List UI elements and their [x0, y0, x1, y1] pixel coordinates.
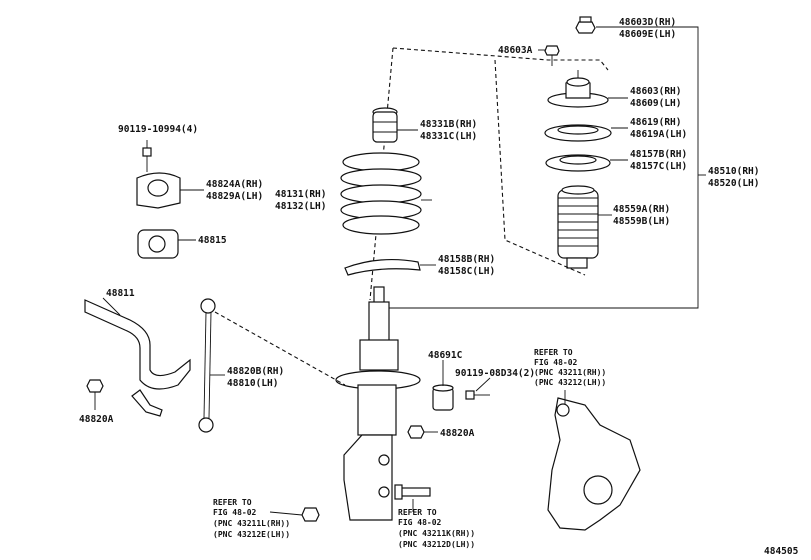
refer-right-line2: FIG 48-02 — [534, 358, 578, 367]
label-48619: 48619(RH) — [630, 117, 681, 128]
refer-right-line4: (PNC 43212(LH)) — [534, 378, 606, 387]
dust-boot — [557, 185, 599, 269]
label-48811: 48811 — [106, 288, 135, 299]
bump-stopper — [372, 107, 398, 143]
label-48131: 48131(RH) — [275, 189, 326, 200]
assembly-bracket-line — [380, 26, 699, 309]
bolt-10994 — [142, 147, 152, 172]
top-nut — [575, 16, 596, 34]
bearing — [544, 124, 612, 142]
nut-bottom-left — [301, 507, 320, 522]
refer-bottom-mid-line4: (PNC 43212D(LH)) — [398, 540, 475, 549]
label-48815: 48815 — [198, 235, 227, 246]
dashed-guide-link — [214, 311, 346, 386]
label-48824a: 48824A(RH) — [206, 179, 263, 190]
strut-body — [335, 286, 421, 521]
upper-support — [547, 70, 609, 108]
refer-bottom-mid-line1: REFER TO — [398, 508, 437, 517]
label-48132: 48132(LH) — [275, 201, 326, 212]
label-48158c: 48158C(LH) — [438, 266, 495, 277]
refer-bottom-left-line4: (PNC 43212E(LH)) — [213, 530, 290, 539]
label-48520: 48520(LH) — [708, 178, 759, 189]
refer-bottom-left-line2: FIG 48-02 — [213, 508, 257, 517]
lower-spring-seat — [344, 258, 421, 276]
small-nut — [544, 45, 560, 66]
label-48603: 48603(RH) — [630, 86, 681, 97]
label-48609e: 48609E(LH) — [619, 29, 676, 40]
nut-48820a-left — [86, 379, 104, 393]
label-48609: 48609(LH) — [630, 98, 681, 109]
refer-right-line3: (PNC 43211(RH)) — [534, 368, 606, 377]
bolt-bottom-mid — [394, 484, 431, 500]
label-48158b: 48158B(RH) — [438, 254, 495, 265]
label-90119-10994: 90119-10994(4) — [118, 124, 198, 135]
nut-48820a-mid — [407, 425, 425, 439]
label-48157b: 48157B(RH) — [630, 149, 687, 160]
bushing-block — [432, 384, 454, 411]
label-48603a: 48603A — [498, 45, 533, 56]
label-48603d: 48603D(RH) — [619, 17, 676, 28]
refer-right-line1: REFER TO — [534, 348, 573, 357]
bolt-08d34 — [465, 390, 490, 400]
refer-bottom-left-line3: (PNC 43211L(RH)) — [213, 519, 290, 528]
stabilizer-link — [198, 298, 216, 433]
stabilizer-bar — [84, 299, 191, 417]
label-48331b: 48331B(RH) — [420, 119, 477, 130]
label-48810: 48810(LH) — [227, 378, 278, 389]
label-48820a-left: 48820A — [79, 414, 114, 425]
label-48157c: 48157C(LH) — [630, 161, 687, 172]
label-48820a-mid: 48820A — [440, 428, 475, 439]
label-48559b: 48559B(LH) — [613, 216, 670, 227]
diagram-id: 484505 — [764, 546, 799, 557]
label-48820b: 48820B(RH) — [227, 366, 284, 377]
label-48829a: 48829A(LH) — [206, 191, 263, 202]
refer-bottom-mid-line3: (PNC 43211K(RH)) — [398, 529, 475, 538]
label-90119-08d34: 90119-08D34(2) — [455, 368, 535, 379]
dashed-guide-right — [494, 59, 586, 276]
label-48691c: 48691C — [428, 350, 463, 361]
dashed-guide-top — [392, 47, 609, 71]
spring-seat-upper — [545, 154, 611, 172]
bracket-48824a — [136, 172, 181, 209]
coil-spring — [340, 152, 422, 235]
label-48619a: 48619A(LH) — [630, 129, 687, 140]
steering-knuckle — [547, 397, 641, 531]
refer-bottom-left-line1: REFER TO — [213, 498, 252, 507]
label-48559a: 48559A(RH) — [613, 204, 670, 215]
label-48331c: 48331C(LH) — [420, 131, 477, 142]
refer-bottom-mid-line2: FIG 48-02 — [398, 518, 442, 527]
label-48510: 48510(RH) — [708, 166, 759, 177]
bushing-48815 — [137, 229, 179, 259]
